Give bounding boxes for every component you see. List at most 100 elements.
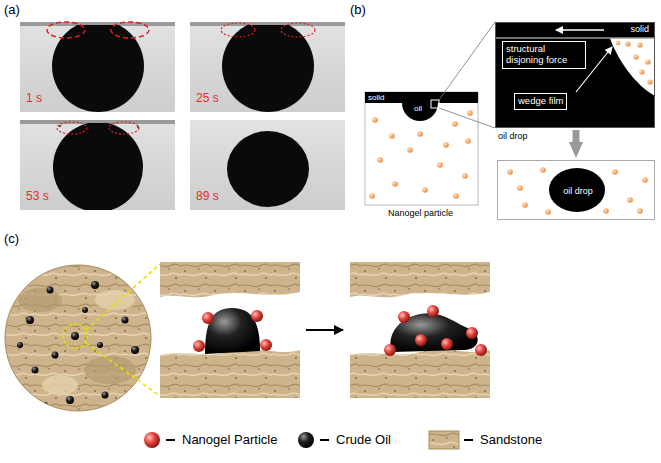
illustration-shape <box>193 340 205 352</box>
legend-text: Sandstone <box>480 429 542 451</box>
illustration-shape <box>97 342 103 348</box>
illustration-shape <box>475 344 487 356</box>
illustration-shape <box>431 100 439 108</box>
illustration-shape <box>221 23 255 37</box>
illustration-shape <box>495 22 655 128</box>
flow-arrow <box>573 130 580 142</box>
result-panel: oil drop <box>497 160 655 220</box>
sandstone-view <box>4 262 490 412</box>
illustration-shape <box>466 327 478 339</box>
photo-frame <box>190 120 345 210</box>
illustration-shape <box>522 202 528 208</box>
illustration-shape <box>350 350 490 398</box>
illustration-shape <box>507 167 648 215</box>
pore-before <box>160 262 300 398</box>
illustration-shape <box>82 307 88 313</box>
illustration-shape <box>52 352 59 359</box>
illustration-shape <box>495 38 655 39</box>
legend-item: Sandstone <box>428 429 600 451</box>
illustration-shape <box>422 187 428 193</box>
illustration-shape <box>193 310 272 352</box>
illustration-shape <box>91 281 99 289</box>
illustration-shape <box>227 131 309 207</box>
illustration-shape <box>439 22 495 100</box>
illustration-shape <box>18 288 62 312</box>
illustration-shape <box>365 92 478 103</box>
illustration-shape <box>443 142 449 148</box>
legend-swatch <box>428 429 480 451</box>
illustration-shape <box>417 131 423 137</box>
illustration-shape <box>95 290 135 310</box>
illustration-shape <box>384 305 487 356</box>
illustration-shape <box>507 169 513 175</box>
illustration-shape <box>467 110 473 116</box>
legend-item: Nanogel Particle <box>142 429 302 451</box>
illustration-shape <box>517 185 523 191</box>
illustration-shape <box>415 334 427 346</box>
time-label: 53 s <box>26 190 49 204</box>
illustration-shape <box>222 25 314 112</box>
illustration-shape <box>52 25 144 112</box>
illustration-shape <box>47 287 54 294</box>
illustration-shape <box>392 181 398 187</box>
surface-label: solid <box>630 24 649 34</box>
illustration-shape <box>427 305 439 317</box>
illustration-shape <box>66 396 74 404</box>
illustration-shape <box>465 138 471 144</box>
illustration-shape <box>407 147 413 153</box>
illustration-shape <box>402 103 438 121</box>
illustration-shape <box>350 262 490 297</box>
legend-dash <box>166 439 175 441</box>
illustration-shape <box>616 41 653 85</box>
illustration-shape <box>17 272 139 408</box>
illustration-shape <box>616 41 620 45</box>
illustration-shape <box>160 262 300 297</box>
illustration-shape <box>102 392 109 399</box>
illustration-shape <box>17 342 23 348</box>
illustration-shape <box>452 121 458 127</box>
illustration-shape <box>260 339 272 351</box>
illustration-shape <box>109 122 139 134</box>
legend-swatch <box>142 429 182 451</box>
particle-label: Nanogel particle <box>388 208 453 218</box>
illustration-shape <box>137 126 139 128</box>
legend-text: Nanogel Particle <box>182 429 277 451</box>
illustration-shape <box>453 193 459 199</box>
time-label: 25 s <box>196 92 219 106</box>
panel-label: (a) <box>4 3 20 18</box>
pore-after <box>350 262 490 398</box>
illustration-shape <box>190 120 345 210</box>
surface-label: solid <box>368 92 384 103</box>
illustration-shape <box>5 265 151 411</box>
illustration-shape <box>369 110 473 199</box>
box-text: wedge film <box>518 96 563 107</box>
panel-label: (c) <box>4 232 19 247</box>
illustration-shape <box>637 42 642 47</box>
drop-label: oil drop <box>563 186 593 196</box>
illustration-shape <box>540 167 546 173</box>
illustration-shape <box>384 344 396 356</box>
result-view <box>507 167 648 215</box>
legend-text: Crude Oil <box>336 429 391 451</box>
time-label: 89 s <box>196 190 219 204</box>
illustration-shape <box>389 133 395 139</box>
illustration-shape <box>26 316 34 324</box>
photo-frame <box>190 20 345 112</box>
illustration-shape <box>441 338 453 350</box>
illustration-shape <box>57 122 87 134</box>
illustration-shape <box>369 193 375 199</box>
panel-label: (b) <box>350 3 366 18</box>
illustration-shape <box>53 123 143 210</box>
illustration-shape <box>377 157 383 163</box>
box-text: structural disjoning force <box>506 44 582 66</box>
illustration-shape <box>610 39 655 97</box>
legend-swatch <box>296 429 336 451</box>
force-box: structural disjoning force <box>502 41 586 69</box>
zoom-panel: solid structural disjoning force wedge fil… <box>495 22 655 128</box>
legend-dash <box>320 439 329 441</box>
legend-swatch-shape <box>429 431 459 449</box>
legend-dash <box>464 439 473 441</box>
illustration-shape <box>639 69 644 74</box>
